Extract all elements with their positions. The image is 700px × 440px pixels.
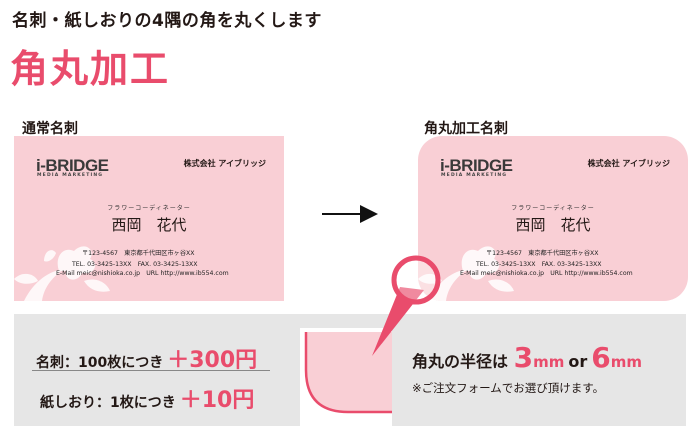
radius-unit-1: mm <box>533 353 565 371</box>
arrow-right-icon <box>322 205 378 223</box>
radius-label: 角丸の半径は <box>412 352 509 371</box>
radius-value-6: 6 <box>591 341 611 374</box>
card-address: 〒123-4567 東京都千代田区市ヶ谷XX <box>486 250 599 257</box>
radius-unit-2: mm <box>610 353 642 371</box>
card-company: 株式会社 アイブリッジ <box>587 159 670 168</box>
card-name: 西岡 花代 <box>515 216 591 234</box>
bookmark-price-label: 紙しおり：1枚につき <box>40 395 176 411</box>
flower-watermark-icon <box>14 246 110 301</box>
card-role: フラワーコーディネーター <box>511 205 595 212</box>
price-divider <box>32 370 270 371</box>
normal-card-caption: 通常名刺 <box>22 121 78 137</box>
card-price-value: ＋300円 <box>167 348 258 373</box>
normal-business-card: i-BRIDGE MEDIA MARKETING 株式会社 アイブリッジ フラワ… <box>14 136 284 301</box>
card-role: フラワーコーディネーター <box>107 205 191 212</box>
card-email-url: E-Mail meic@nishioka.co.jp URL http://ww… <box>460 270 633 277</box>
rounded-business-card: i-BRIDGE MEDIA MARKETING 株式会社 アイブリッジ フラワ… <box>418 136 688 301</box>
card-logo-subtitle: MEDIA MARKETING <box>441 173 508 178</box>
card-tel-fax: TEL. 03-3425-13XX FAX. 03-3425-13XX <box>72 261 198 268</box>
card-address: 〒123-4567 東京都千代田区市ヶ谷XX <box>82 250 195 257</box>
radius-value-3: 3 <box>513 341 534 374</box>
card-price-line: 名刺：100枚につき＋300円 <box>36 342 257 374</box>
card-logo: i-BRIDGE <box>440 156 513 175</box>
card-logo-subtitle: MEDIA MARKETING <box>37 173 104 178</box>
card-price-label: 名刺：100枚につき <box>36 355 164 371</box>
card-logo: i-BRIDGE <box>36 156 109 175</box>
page-title: 角丸加工 <box>10 47 171 91</box>
bookmark-price-value: ＋10円 <box>179 388 255 413</box>
card-company: 株式会社 アイブリッジ <box>183 159 266 168</box>
bookmark-price-line: 紙しおり：1枚につき＋10円 <box>40 382 254 414</box>
card-email-url: E-Mail meic@nishioka.co.jp URL http://ww… <box>56 270 229 277</box>
headline: 名刺・紙しおりの4隅の角を丸くします <box>12 11 322 31</box>
card-tel-fax: TEL. 03-3425-13XX FAX. 03-3425-13XX <box>476 261 602 268</box>
rounded-card-caption: 角丸加工名刺 <box>424 121 508 137</box>
flower-watermark-icon <box>418 246 514 301</box>
order-form-note: ※ご注文フォームでお選び頂けます。 <box>412 381 605 395</box>
radius-or: or <box>568 352 588 371</box>
card-name: 西岡 花代 <box>111 216 187 234</box>
